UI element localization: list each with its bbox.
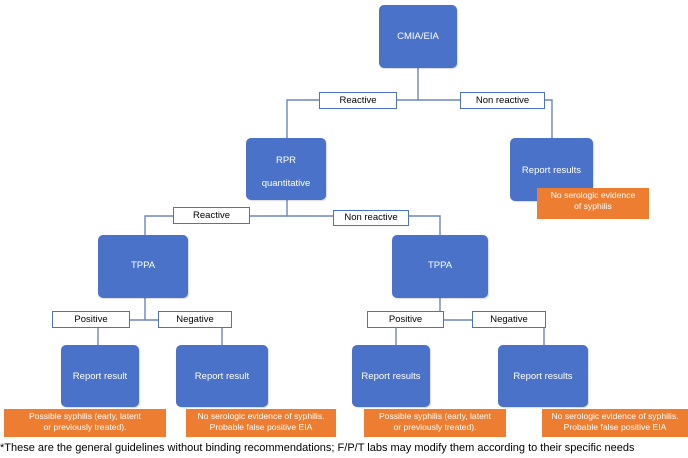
note-4-line1: No serologic evidence of syphilis. (551, 411, 679, 421)
node-report-result-1-label: Report result (72, 371, 128, 382)
node-report-result-2: Report result (176, 345, 268, 407)
node-tppa-left: TPPA (98, 235, 188, 298)
edge-label-reactive-mid: Reactive (173, 207, 250, 224)
note-2-line2: Probable false positive EIA (209, 422, 313, 432)
node-report-results-3: Report results (352, 345, 430, 407)
node-cmia-eia-label: CMIA/EIA (397, 31, 439, 42)
node-rpr-quantitative: RPR quantitative (246, 138, 326, 200)
node-report-result-1: Report result (61, 345, 139, 407)
note-top-line1: No serologic evidence (550, 190, 636, 200)
node-report-results-4: Report results (498, 345, 588, 407)
note-4-line2: Probable false positive EIA (563, 422, 667, 432)
node-tppa-right-label: TPPA (427, 260, 453, 271)
footnote: *These are the general guidelines withou… (0, 442, 635, 454)
note-false-positive-2: No serologic evidence of syphilis. Proba… (186, 409, 336, 437)
node-tppa-left-label: TPPA (130, 260, 156, 271)
node-report-results-4-label: Report results (513, 371, 573, 382)
edge-label-reactive-top: Reactive (319, 92, 397, 109)
node-report-results-top-label: Report results (521, 165, 582, 176)
note-possible-syphilis-1: Possible syphilis (early, latent or prev… (4, 409, 166, 437)
node-quantitative-label: quantitative (261, 178, 311, 189)
node-tppa-right: TPPA (392, 235, 488, 298)
note-false-positive-4: No serologic evidence of syphilis. Proba… (542, 409, 688, 437)
note-1-line2: or previously treated). (43, 422, 127, 432)
note-1-line1: Possible syphilis (early, latent (28, 411, 142, 421)
note-3-line2: or previously treated). (393, 422, 477, 432)
note-3-line1: Possible syphilis (early, latent (378, 411, 492, 421)
edge-label-positive-left: Positive (52, 311, 130, 328)
node-report-result-2-label: Report result (194, 371, 250, 382)
edge-label-negative-right: Negative (472, 311, 546, 328)
node-cmia-eia: CMIA/EIA (379, 5, 457, 68)
note-no-serologic-evidence-top: No serologic evidence of syphilis (537, 188, 649, 219)
edge-label-non-reactive-mid: Non reactive (333, 210, 409, 226)
edge-label-positive-right: Positive (367, 311, 444, 328)
node-rpr-label: RPR (275, 155, 297, 166)
note-2-line1: No serologic evidence of syphilis. (197, 411, 325, 421)
note-possible-syphilis-3: Possible syphilis (early, latent or prev… (364, 409, 506, 437)
edge-label-non-reactive-top: Non reactive (460, 92, 545, 109)
edge-label-negative-left: Negative (158, 311, 232, 328)
node-report-results-3-label: Report results (361, 371, 421, 382)
note-top-line2: of syphilis (574, 201, 612, 211)
